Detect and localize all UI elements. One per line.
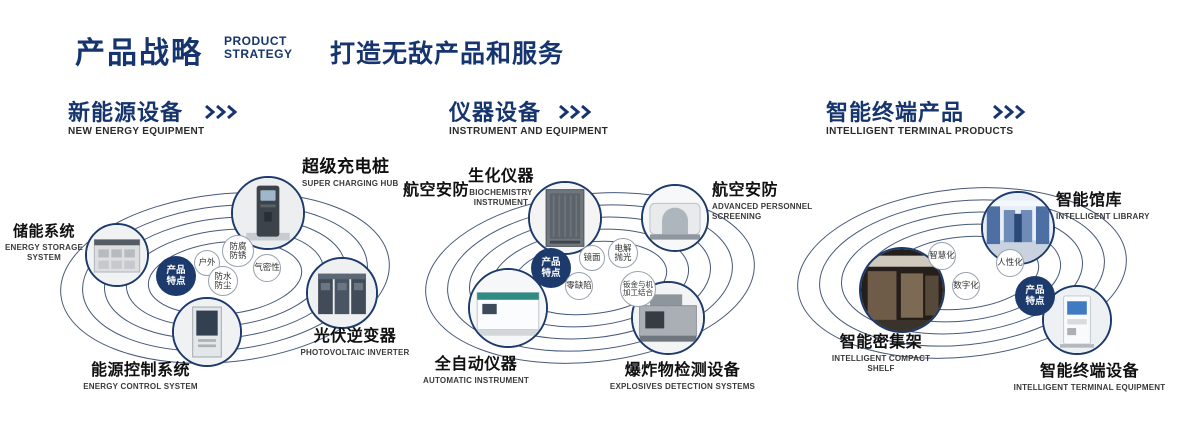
page-title-en-line1: PRODUCT — [224, 34, 287, 48]
product-photo-energy-storage — [85, 223, 149, 287]
feature-bubble: 钣金与机加工结合 — [620, 271, 656, 307]
product-label-energy-control: 能源控制系统 ENERGY CONTROL SYSTEM — [68, 356, 213, 392]
product-photo-automatic-instrument — [468, 268, 548, 348]
terminal-kiosk-image — [1044, 287, 1110, 353]
product-photo-explosives-detection — [631, 281, 705, 355]
product-name: 爆炸物检测设备 — [624, 362, 741, 379]
section-title-terminal: 智能终端产品 — [826, 100, 965, 125]
product-label-automatic-instrument: 全自动仪器 AUTOMATIC INSTRUMENT — [420, 350, 532, 386]
feature-bubble: 防腐防锈 — [222, 235, 254, 267]
product-label-biochemistry: 生化仪器 BIOCHEMISTRY INSTRUMENT — [455, 162, 547, 208]
product-photo-pv-inverter — [306, 257, 378, 329]
product-name-en: PHOTOVOLTAIC INVERTER — [300, 348, 410, 357]
page-title-en-line2: STRATEGY — [224, 47, 293, 61]
chevrons-right-icon — [993, 104, 1026, 120]
product-name-en: EXPLOSIVES DETECTION SYSTEMS — [609, 382, 756, 391]
product-name-en: INTELLIGENT COMPACT SHELF — [831, 354, 931, 373]
center-badge-product-features: 产品特点 — [1015, 276, 1055, 316]
product-photo-compact-shelf — [859, 247, 945, 333]
product-name-en: ADVANCED PERSONNEL SCREENING — [712, 202, 813, 221]
feature-bubble: 镜面 — [579, 245, 605, 271]
product-name-en: INTELLIGENT TERMINAL EQUIPMENT — [1013, 383, 1166, 392]
product-name: 智能密集架 — [839, 334, 923, 351]
product-name-en: INTELLIGENT LIBRARY — [1056, 212, 1150, 221]
product-name-en: ENERGY STORAGE SYSTEM — [4, 243, 84, 262]
explosives-detector-image — [633, 283, 703, 353]
product-photo-super-charging-hub — [231, 176, 305, 250]
feature-bubble: 电解抛光 — [608, 238, 638, 268]
product-name-en: ENERGY CONTROL SYSTEM — [83, 382, 198, 391]
product-name: 光伏逆变器 — [313, 328, 397, 345]
section-title-new-energy: 新能源设备 — [68, 100, 184, 125]
page-title-en: PRODUCT STRATEGY — [224, 35, 292, 61]
feature-bubble: 零缺陷 — [565, 272, 593, 300]
section-subtitle-terminal: INTELLIGENT TERMINAL PRODUCTS — [826, 126, 1014, 137]
screening-machine-image — [643, 186, 707, 250]
feature-bubble: 户外 — [194, 250, 220, 276]
product-name: 储能系统 — [12, 223, 75, 240]
feature-bubble: 数字化 — [952, 272, 980, 300]
center-badge-product-features: 产品特点 — [531, 248, 571, 288]
product-label-super-charging-hub: 超级充电桩 SUPER CHARGING HUB — [302, 152, 422, 189]
badge-label: 产品特点 — [166, 265, 186, 287]
product-name: 生化仪器 — [467, 168, 534, 185]
center-badge-product-features: 产品特点 — [156, 256, 196, 296]
feature-bubble: 防水防尘 — [208, 266, 238, 296]
page-slogan: 打造无敌产品和服务 — [330, 40, 565, 68]
product-label-energy-storage: 储能系统 ENERGY STORAGE SYSTEM — [4, 220, 84, 263]
page-title: 产品战略 — [75, 37, 203, 70]
section-subtitle-new-energy: NEW ENERGY EQUIPMENT — [68, 126, 205, 137]
orbit-rings-terminal — [797, 187, 1127, 359]
product-photo-energy-control — [172, 297, 242, 367]
storage-cabinet-image — [87, 225, 147, 285]
section-title-instrument: 仪器设备 — [449, 100, 542, 125]
product-name: 航空安防 — [712, 182, 779, 199]
product-name: 超级充电桩 — [302, 157, 390, 176]
product-label-intelligent-library: 智能馆库 INTELLIGENT LIBRARY — [1056, 186, 1176, 222]
product-label-personnel-screening: 航空安防 ADVANCED PERSONNEL SCREENING — [712, 176, 822, 222]
product-name-en: BIOCHEMISTRY INSTRUMENT — [469, 188, 533, 207]
product-name: 智能终端设备 — [1039, 363, 1139, 380]
chevrons-right-icon — [205, 104, 238, 120]
product-name: 能源控制系统 — [90, 362, 190, 379]
automatic-instrument-image — [470, 270, 546, 346]
feature-bubble: 人性化 — [996, 249, 1024, 277]
product-label-terminal-equipment: 智能终端设备 INTELLIGENT TERMINAL EQUIPMENT — [1012, 357, 1167, 393]
product-name-en: AUTOMATIC INSTRUMENT — [423, 376, 529, 385]
biochemistry-cabinet-image — [530, 183, 600, 253]
product-photo-intelligent-library — [981, 191, 1055, 265]
product-name-en: SUPER CHARGING HUB — [302, 179, 399, 188]
product-name: 智能馆库 — [1056, 192, 1123, 209]
side-label-aviation-security: 航空安防 — [403, 182, 470, 199]
product-label-explosives-detection: 爆炸物检测设备 EXPLOSIVES DETECTION SYSTEMS — [600, 356, 765, 392]
badge-label: 产品特点 — [1025, 285, 1045, 307]
badge-label: 产品特点 — [541, 257, 561, 279]
inverter-cabinets-image — [308, 259, 376, 327]
control-cabinet-image — [174, 299, 240, 365]
feature-bubble: 气密性 — [253, 254, 281, 282]
product-label-pv-inverter: 光伏逆变器 PHOTOVOLTAIC INVERTER — [290, 322, 420, 358]
product-label-compact-shelf: 智能密集架 INTELLIGENT COMPACT SHELF — [822, 328, 940, 374]
product-photo-personnel-screening — [641, 184, 709, 252]
chevrons-right-icon — [559, 104, 592, 120]
product-name: 全自动仪器 — [434, 356, 518, 373]
product-photo-biochemistry — [528, 181, 602, 255]
section-subtitle-instrument: INSTRUMENT AND EQUIPMENT — [449, 126, 609, 137]
feature-bubble: 智慧化 — [928, 242, 956, 270]
